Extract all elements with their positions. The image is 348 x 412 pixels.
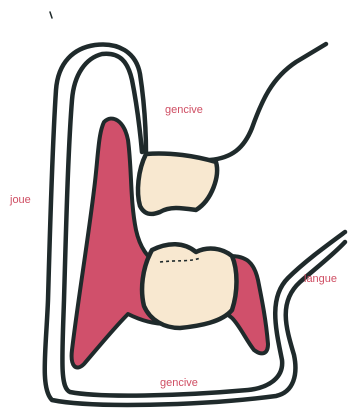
upper-gum-line xyxy=(210,44,326,160)
label-cheek: joue xyxy=(10,194,31,206)
sketch-mark xyxy=(50,12,52,18)
label-lower-gum: gencive xyxy=(160,377,198,389)
upper-tooth xyxy=(138,153,217,214)
label-tongue: langue xyxy=(304,273,337,285)
label-upper-gum: gencive xyxy=(165,104,203,116)
lower-tooth xyxy=(142,244,236,328)
